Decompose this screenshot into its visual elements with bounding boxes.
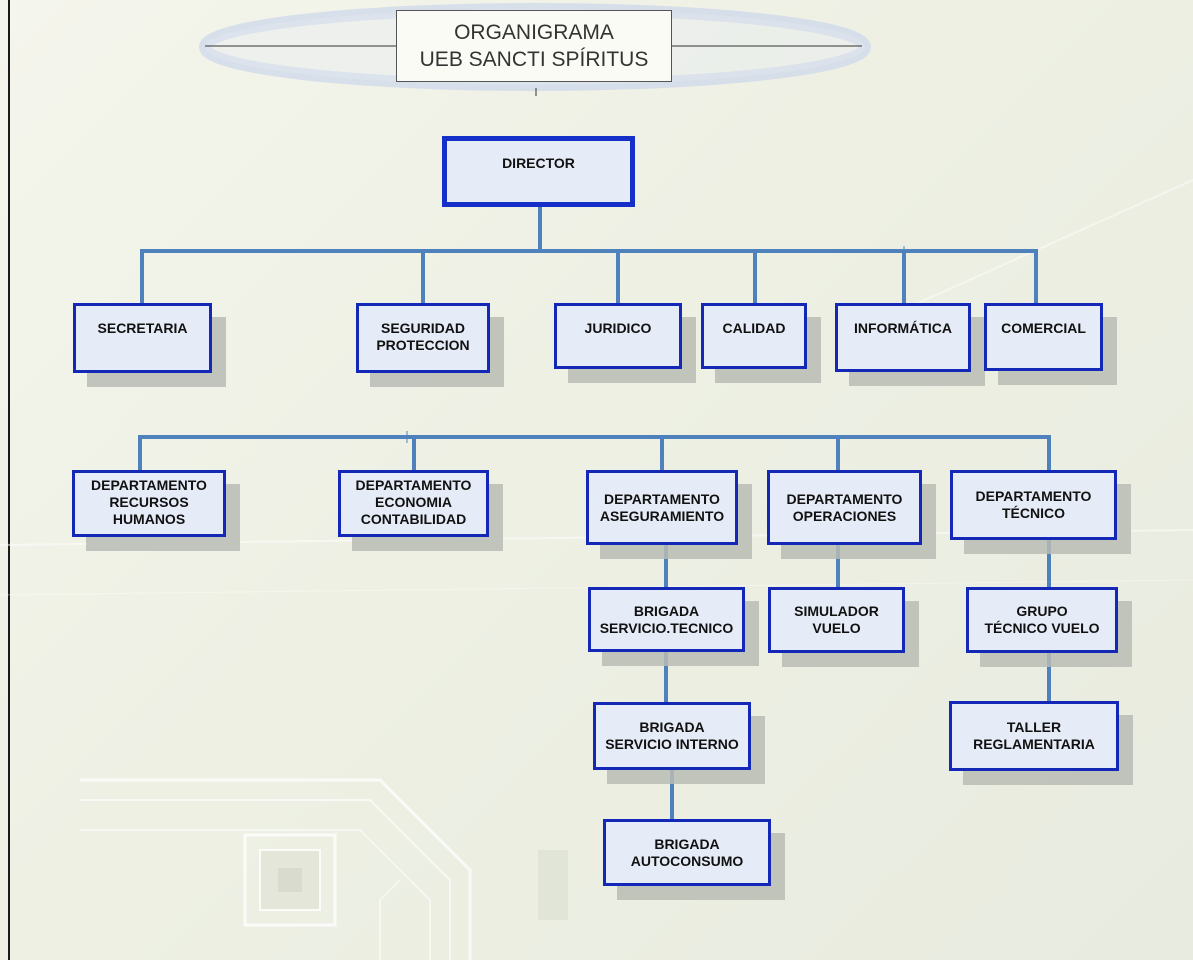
node-label-line: AUTOCONSUMO: [630, 852, 744, 869]
chart-title-box: ORGANIGRAMA UEB SANCTI SPÍRITUS: [396, 10, 672, 82]
node-label-line: CALIDAD: [722, 320, 786, 336]
node-label-line: ASEGURAMIENTO: [599, 507, 725, 524]
node-informatica: INFORMÁTICA: [835, 303, 971, 372]
node-label-line: CONTABILIDAD: [360, 511, 467, 527]
node-brigada-servicio-interno: BRIGADA SERVICIO INTERNO: [593, 702, 751, 770]
node-brigada-servicio-tecnico: BRIGADA SERVICIO.TECNICO: [588, 587, 745, 652]
node-taller-reglamentaria: TALLER REGLAMENTARIA: [949, 701, 1119, 771]
node-calidad: CALIDAD: [701, 303, 807, 369]
node-seguridad-proteccion: SEGURIDAD PROTECCION: [356, 303, 490, 373]
node-label-line: BRIGADA: [633, 602, 700, 619]
node-label-line: COMERCIAL: [1001, 320, 1086, 336]
node-label-line: SECRETARIA: [97, 320, 188, 336]
node-label-line: DEPARTAMENTO: [355, 477, 472, 493]
node-label-line: BRIGADA: [639, 719, 705, 735]
node-label-line: SEGURIDAD: [380, 320, 465, 336]
node-label-line: BRIGADA: [654, 835, 720, 852]
node-simulador-vuelo: SIMULADOR VUELO: [768, 587, 905, 653]
node-comercial: COMERCIAL: [984, 303, 1103, 371]
node-label-line: REGLAMENTARIA: [973, 736, 1095, 752]
node-label-line: PROTECCION: [376, 337, 470, 353]
node-label-line: DIRECTOR: [502, 155, 575, 171]
node-label-line: SIMULADOR: [794, 603, 879, 619]
left-border-line: [8, 0, 10, 960]
node-director: DIRECTOR: [442, 136, 635, 207]
node-label-line: TÉCNICO: [1002, 505, 1065, 521]
node-departamento-aseguramiento: DEPARTAMENTO ASEGURAMIENTO: [586, 470, 738, 545]
node-label-line: DEPARTAMENTO: [786, 490, 903, 507]
node-departamento-operaciones: DEPARTAMENTO OPERACIONES: [767, 470, 922, 545]
node-label-line: JURIDICO: [584, 320, 652, 336]
node-label-line: DEPARTAMENTO: [604, 490, 720, 507]
node-secretaria: SECRETARIA: [73, 303, 212, 373]
node-label-line: VUELO: [812, 620, 861, 636]
node-label-line: TÉCNICO VUELO: [984, 620, 1100, 636]
node-label-line: TALLER: [1006, 719, 1062, 735]
node-label-line: DEPARTAMENTO: [91, 477, 207, 493]
node-label-line: HUMANOS: [112, 511, 186, 527]
node-label-line: SERVICIO.TECNICO: [599, 619, 734, 636]
node-label-line: INFORMÁTICA: [854, 320, 952, 336]
node-grupo-tecnico-vuelo: GRUPO TÉCNICO VUELO: [966, 587, 1118, 653]
node-label-line: GRUPO: [1016, 603, 1068, 619]
node-departamento-recursos-humanos: DEPARTAMENTO RECURSOS HUMANOS: [72, 470, 226, 537]
chart-title-line-2: UEB SANCTI SPÍRITUS: [419, 48, 649, 71]
node-label-line: DEPARTAMENTO: [975, 488, 1092, 504]
node-label-line: RECURSOS: [109, 494, 189, 510]
node-departamento-tecnico: DEPARTAMENTO TÉCNICO: [950, 470, 1117, 540]
node-departamento-economia-contabilidad: DEPARTAMENTO ECONOMIA CONTABILIDAD: [338, 470, 489, 537]
node-label-line: OPERACIONES: [792, 507, 897, 524]
node-label-line: SERVICIO INTERNO: [605, 736, 739, 752]
node-juridico: JURIDICO: [554, 303, 682, 369]
chart-title-line-1: ORGANIGRAMA: [454, 21, 614, 44]
node-label-line: ECONOMIA: [375, 494, 452, 510]
node-brigada-autoconsumo: BRIGADA AUTOCONSUMO: [603, 819, 771, 886]
